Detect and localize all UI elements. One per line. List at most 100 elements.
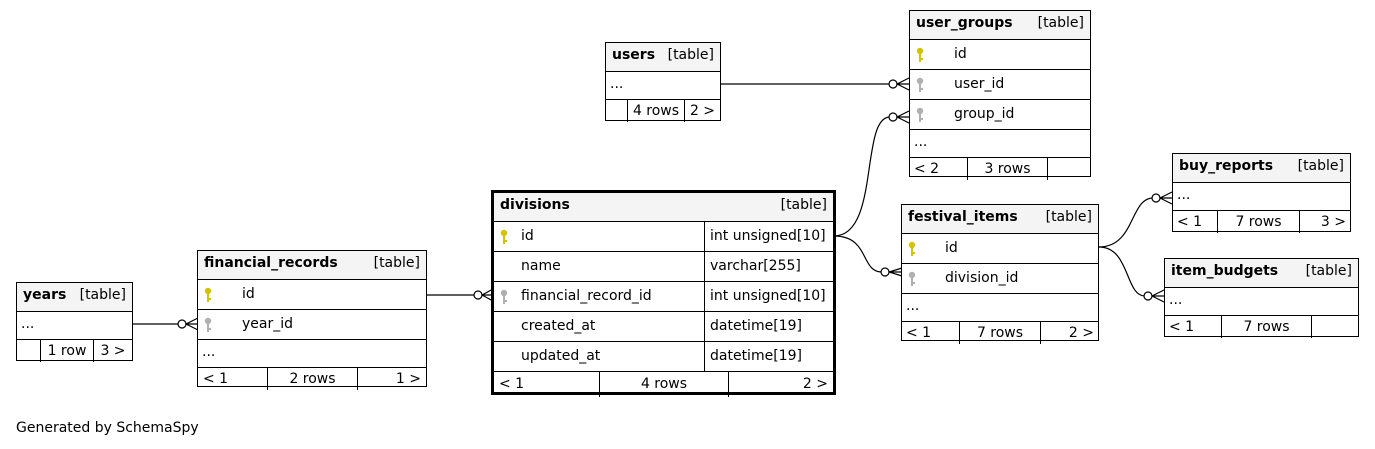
- row-count: 1 row: [41, 340, 94, 362]
- row-count: 4 rows: [600, 372, 729, 397]
- table-kind: [table]: [780, 197, 827, 213]
- row-count: 7 rows: [1218, 211, 1300, 233]
- table-footer: 1 row 3 >: [17, 340, 132, 362]
- table-name: divisions: [500, 197, 570, 213]
- table-name: user_groups: [916, 15, 1013, 31]
- table-header: buy_reports [table]: [1173, 154, 1350, 183]
- table-footer: < 1 2 rows 1 >: [198, 368, 426, 390]
- column-type: varchar[255]: [704, 252, 801, 281]
- table-name: buy_reports: [1179, 158, 1274, 174]
- child-count: 2 >: [1068, 325, 1094, 341]
- table-financial-records[interactable]: financial_records [table] id year_id ...…: [197, 250, 427, 390]
- table-kind: [table]: [667, 47, 714, 63]
- table-footer: 4 rows 2 >: [606, 100, 720, 122]
- child-count: [1312, 316, 1358, 338]
- more-columns: ...: [910, 130, 1090, 158]
- table-name: years: [23, 287, 67, 303]
- column-row: created_at datetime[19]: [494, 312, 833, 342]
- parent-count: < 1: [494, 372, 600, 397]
- table-item-budgets[interactable]: item_budgets [table] ... < 1 7 rows: [1164, 258, 1359, 338]
- column-name: id: [954, 46, 967, 62]
- generated-by-label: Generated by SchemaSpy: [16, 420, 199, 436]
- column-name: id: [521, 228, 534, 244]
- more-columns: ...: [902, 294, 1098, 322]
- parent-count: < 2: [910, 158, 968, 180]
- child-count: 2 >: [689, 103, 716, 119]
- table-name: item_budgets: [1171, 263, 1279, 279]
- column-name: created_at: [521, 318, 596, 334]
- parent-count: < 1: [1165, 316, 1222, 338]
- foreign-key-icon: [915, 107, 925, 123]
- table-name: users: [612, 47, 656, 63]
- more-columns: ...: [17, 312, 132, 340]
- parent-count: [17, 340, 41, 362]
- table-kind: [table]: [1297, 158, 1344, 174]
- column-name: id: [242, 286, 255, 302]
- column-type: datetime[19]: [704, 312, 802, 341]
- column-row: id: [198, 280, 426, 310]
- column-row: name varchar[255]: [494, 252, 833, 282]
- edge-festival-items-item-budgets: [1098, 246, 1146, 297]
- column-row: updated_at datetime[19]: [494, 342, 833, 372]
- column-name: division_id: [945, 270, 1019, 286]
- table-header: festival_items [table]: [902, 205, 1098, 234]
- table-buy-reports[interactable]: buy_reports [table] ... < 1 7 rows 3 >: [1172, 153, 1351, 233]
- table-festival-items[interactable]: festival_items [table] id division_id ..…: [901, 204, 1099, 344]
- column-row: id: [902, 234, 1098, 264]
- table-name: financial_records: [204, 255, 338, 271]
- primary-key-icon: [499, 229, 509, 245]
- table-users[interactable]: users [table] ... 4 rows 2 >: [605, 42, 721, 122]
- primary-key-icon: [203, 287, 213, 303]
- table-kind: [table]: [79, 287, 126, 303]
- table-years[interactable]: years [table] ... 1 row 3 >: [16, 282, 133, 362]
- table-kind: [table]: [1037, 15, 1084, 31]
- column-type: int unsigned[10]: [704, 282, 826, 311]
- table-divisions[interactable]: divisions [table] id int unsigned[10] na…: [491, 190, 836, 397]
- table-footer: < 1 7 rows 3 >: [1173, 211, 1350, 233]
- table-header: item_budgets [table]: [1165, 259, 1358, 288]
- column-type: int unsigned[10]: [704, 222, 826, 251]
- child-count: 2 >: [802, 376, 828, 392]
- column-row: id int unsigned[10]: [494, 222, 833, 252]
- edge-divisions-festival-items: [833, 235, 883, 273]
- table-footer: < 1 4 rows 2 >: [494, 372, 833, 397]
- primary-key-icon: [915, 47, 925, 63]
- table-footer: < 1 7 rows 2 >: [902, 322, 1098, 344]
- table-footer: < 2 3 rows: [910, 158, 1090, 180]
- table-header: users [table]: [606, 43, 720, 72]
- column-name: id: [945, 240, 958, 256]
- parent-count: < 1: [198, 368, 268, 390]
- column-type: datetime[19]: [704, 342, 802, 371]
- foreign-key-icon: [915, 77, 925, 93]
- table-user-groups[interactable]: user_groups [table] id user_id group_id …: [909, 10, 1091, 180]
- column-name: updated_at: [521, 348, 601, 364]
- child-count: 3 >: [100, 343, 126, 359]
- column-row: year_id: [198, 310, 426, 340]
- child-count: 1 >: [395, 371, 421, 387]
- more-columns: ...: [1165, 288, 1358, 316]
- parent-count: < 1: [1173, 211, 1218, 233]
- edge-festival-items-buy-reports: [1098, 197, 1154, 248]
- column-name: financial_record_id: [521, 288, 652, 304]
- column-row: group_id: [910, 100, 1090, 130]
- table-kind: [table]: [1045, 209, 1092, 225]
- column-name: name: [521, 258, 561, 274]
- foreign-key-icon: [499, 289, 509, 305]
- column-row: id: [910, 40, 1090, 70]
- more-columns: ...: [606, 72, 720, 100]
- table-header: divisions [table]: [494, 193, 833, 222]
- column-name: group_id: [954, 106, 1015, 122]
- more-columns: ...: [198, 340, 426, 368]
- table-header: user_groups [table]: [910, 11, 1090, 40]
- row-count: 7 rows: [1222, 316, 1312, 338]
- primary-key-icon: [907, 241, 917, 257]
- table-footer: < 1 7 rows: [1165, 316, 1358, 338]
- child-count: [1048, 158, 1090, 180]
- more-columns: ...: [1173, 183, 1350, 211]
- row-count: 3 rows: [968, 158, 1048, 180]
- foreign-key-icon: [203, 317, 213, 333]
- edge-divisions-user-groups: [833, 116, 891, 237]
- child-count: 3 >: [1320, 214, 1346, 230]
- row-count: 4 rows: [628, 100, 685, 122]
